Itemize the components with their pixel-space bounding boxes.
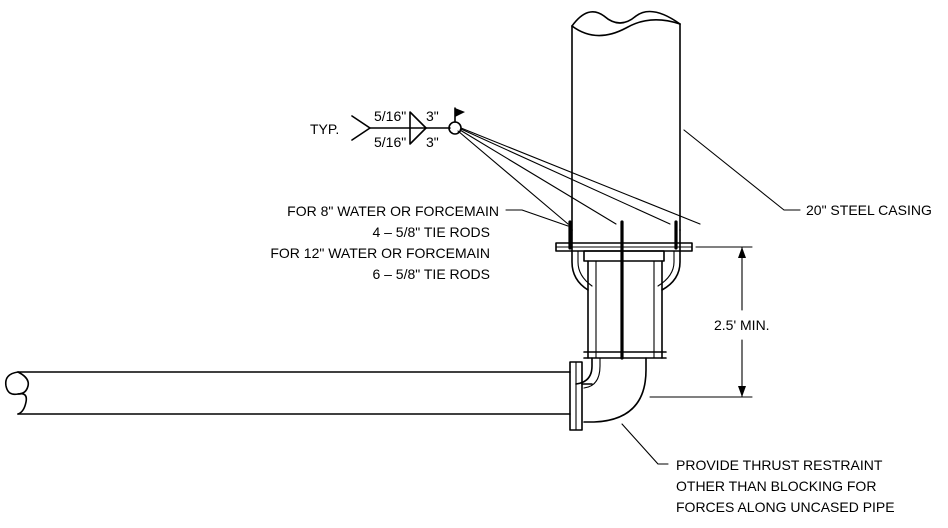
reducer-right-inner: [657, 250, 675, 287]
reducer-left-inner: [577, 250, 593, 287]
note-8-inch-line2: 4 – 5/8" TIE RODS: [372, 224, 490, 240]
casing-break-line: [571, 10, 681, 27]
weld-leader-2: [459, 129, 617, 225]
weld-lower-size: 5/16": [374, 134, 406, 150]
thrust-note-line3: FORCES ALONG UNCASED PIPE: [676, 499, 895, 515]
tie-rod-notes: FOR 8" WATER OR FORCEMAIN 4 – 5/8" TIE R…: [270, 203, 569, 282]
dimension-arrow-bottom: [738, 386, 746, 397]
weld-lower-length: 3": [426, 134, 439, 150]
steel-casing: [571, 10, 681, 231]
weld-leader-1: [457, 130, 569, 225]
fillet-weld-upper-icon: [409, 111, 427, 129]
casing-break-line-lower: [571, 19, 681, 37]
pipe-break-line-inner: [17, 371, 30, 395]
fillet-weld-lower-icon: [409, 127, 427, 145]
casing-label: 20" STEEL CASING: [806, 202, 932, 218]
thrust-note: PROVIDE THRUST RESTRAINT OTHER THAN BLOC…: [621, 423, 895, 515]
dimension-2-5-min: 2.5' MIN.: [649, 246, 770, 398]
weld-symbol: TYP. 5/16" 5/16" 3" 3": [310, 107, 701, 225]
casing-note: 20" STEEL CASING: [683, 129, 932, 218]
elbow-outer-curve: [583, 357, 647, 423]
weld-leader-4: [460, 127, 701, 225]
carrier-pipe-vertical: [583, 260, 667, 359]
weld-leader-3: [460, 128, 671, 225]
weld-typ-label: TYP.: [310, 121, 339, 137]
dimension-arrow-top: [738, 247, 746, 258]
thrust-note-line2: OTHER THAN BLOCKING FOR: [676, 478, 876, 494]
note-12-inch-line2: 6 – 5/8" TIE RODS: [372, 266, 490, 282]
casing-leader: [683, 129, 801, 211]
uncased-pipe: [4, 361, 593, 431]
note-12-inch-line1: FOR 12" WATER OR FORCEMAIN: [270, 245, 490, 261]
end-plate: [555, 242, 693, 262]
elbow: [575, 357, 647, 423]
weld-tail-icon: [351, 115, 371, 141]
elbow-inner-curve-2: [583, 357, 601, 389]
note-tie-rod-leader: [505, 209, 569, 227]
weld-upper-length: 3": [426, 108, 439, 124]
reducer-left-outer: [571, 229, 589, 291]
dimension-label: 2.5' MIN.: [714, 317, 770, 333]
thrust-leader: [621, 423, 669, 465]
reducer: [571, 229, 681, 291]
weld-upper-size: 5/16": [374, 108, 406, 124]
reducer-right-outer: [661, 229, 681, 291]
note-8-inch-line1: FOR 8" WATER OR FORCEMAIN: [287, 203, 499, 219]
elbow-inner-curve: [575, 357, 593, 385]
end-plate-collar: [583, 250, 665, 262]
field-weld-flag-icon: [455, 108, 465, 117]
thrust-note-line1: PROVIDE THRUST RESTRAINT: [676, 457, 883, 473]
